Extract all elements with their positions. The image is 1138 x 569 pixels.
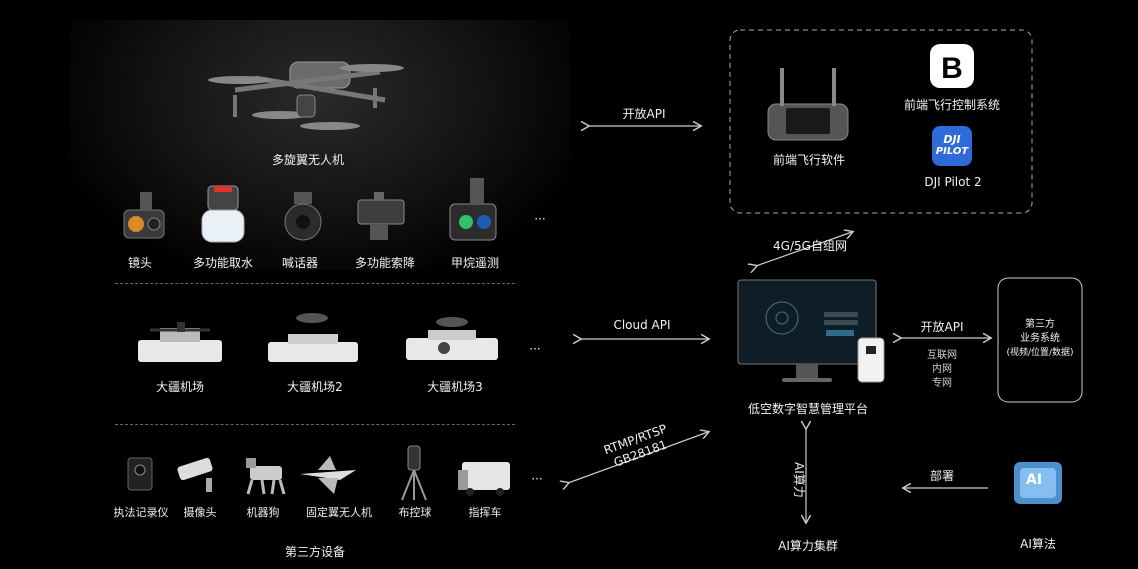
third-party-system-line-3: (视频/位置/数据) (1006, 348, 1074, 358)
multirotor-drone-icon (208, 61, 404, 130)
payload-label-water: 多功能取水 (192, 256, 253, 270)
net-type-private: 专网 (932, 378, 952, 389)
deploy-label: 部署 (929, 469, 954, 483)
device-label-camera: 摄像头 (183, 506, 217, 519)
separator-top (115, 283, 515, 284)
dji-dock-3-icon (406, 317, 498, 360)
payload-label-lens: 镜头 (127, 256, 152, 270)
device-label-bodycam: 执法记录仪 (113, 506, 169, 519)
payload-label-methane: 甲烷遥测 (450, 256, 499, 270)
third-party-system-text: 第三方 业务系统 (视频/位置/数据) (998, 318, 1082, 360)
water-sampler-icon (201, 185, 245, 243)
cloud-api-label: Cloud API (613, 318, 671, 332)
payload-label-winch: 多功能索降 (354, 256, 415, 270)
drone-label: 多旋翼无人机 (271, 153, 344, 167)
ai-compute-line-2: 力 (792, 485, 806, 498)
device-label-command-vehicle: 指挥车 (468, 506, 502, 519)
ai-compute-line-1: AI算 (792, 462, 806, 486)
winch-icon (357, 192, 405, 240)
platform-label: 低空数字智慧管理平台 (747, 402, 868, 416)
front-end-software-label: 前端飞行软件 (772, 153, 845, 167)
deploy-ball-camera-icon (401, 445, 427, 501)
fixed-wing-drone-icon (300, 456, 356, 494)
third-party-system-box (997, 277, 1083, 403)
third-party-system-line-1: 第三方 (1025, 319, 1055, 330)
device-label-fixed-wing: 固定翼无人机 (306, 506, 372, 519)
ai-algorithm-label: AI算法 (1020, 537, 1056, 551)
platform-monitor-icon (737, 279, 877, 382)
command-vehicle-icon (458, 462, 510, 496)
arrow-rtmp (568, 432, 708, 483)
phone-icon (857, 337, 885, 383)
dji-pilot-label: DJI Pilot 2 (924, 175, 982, 189)
flight-control-system-logo-icon: B (930, 44, 974, 88)
dock-label-2: 大疆机场2 (287, 380, 343, 394)
dji-pilot-icon: DJI PILOT (932, 126, 972, 166)
pilot-icon-text-1: DJI (943, 133, 961, 146)
dock-label-3: 大疆机场3 (427, 380, 483, 394)
third-party-system-line-2: 业务系统 (1020, 333, 1060, 344)
separator-bottom (115, 424, 515, 425)
device-label-robot-dog: 机器狗 (246, 506, 280, 519)
payload-ellipsis: ··· (534, 212, 546, 226)
dock-ellipsis: ··· (529, 342, 541, 356)
camera-lens-icon (123, 192, 165, 239)
ai-cluster-label: AI算力集群 (778, 539, 838, 553)
net-type-internet: 互联网 (927, 350, 957, 361)
pilot-icon-text-2: PILOT (935, 146, 969, 157)
dock-label-1: 大疆机场 (155, 380, 204, 394)
methane-sensor-icon (449, 178, 497, 241)
speaker-icon (284, 192, 322, 241)
dji-dock-2-icon (268, 313, 358, 362)
dji-dock-icon (138, 322, 222, 362)
ai-icon-text: AI (1026, 472, 1043, 488)
front-end-box (729, 29, 1033, 214)
svg-text:B: B (941, 52, 963, 85)
ai-algorithm-icon (1014, 462, 1062, 504)
third-party-group-label: 第三方设备 (284, 545, 345, 559)
open-api-top-label: 开放API (622, 107, 666, 121)
remote-controller-icon (767, 68, 849, 141)
body-camera-icon (127, 457, 153, 491)
net-type-intranet: 内网 (932, 364, 952, 375)
robot-dog-icon (246, 458, 286, 495)
open-api-right-label: 开放API (920, 320, 964, 334)
flight-control-system-label: 前端飞行控制系统 (903, 98, 1000, 112)
payload-label-speaker: 喊话器 (281, 256, 318, 270)
device-ellipsis: ··· (531, 472, 543, 486)
arrow-network (756, 232, 852, 266)
ai-compute-arrow-label: AI算力 (792, 462, 806, 502)
network-label: 4G/5G自组网 (773, 239, 847, 253)
device-label-deploy-ball: 布控球 (398, 506, 432, 519)
security-camera-icon (177, 457, 213, 492)
